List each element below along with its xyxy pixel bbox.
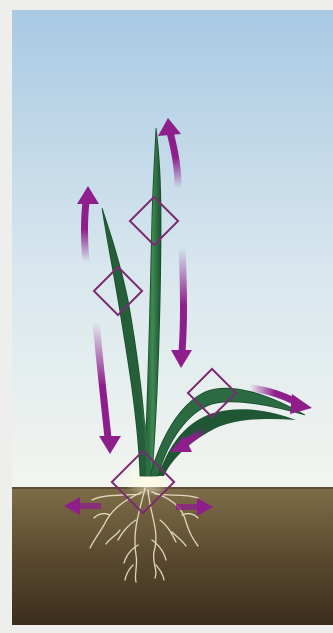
soil-layer <box>12 488 333 625</box>
arrow-icon <box>182 248 184 352</box>
arrow-icon <box>85 202 87 262</box>
arrow-icon <box>176 504 198 510</box>
arrow-icon <box>79 503 101 509</box>
